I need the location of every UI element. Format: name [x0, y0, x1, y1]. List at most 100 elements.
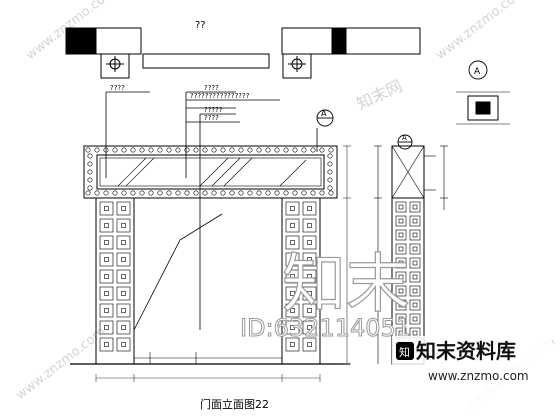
ornament-dot	[87, 185, 93, 191]
lattice-core	[307, 223, 312, 228]
lattice-core	[307, 240, 312, 245]
ornament-dot	[265, 190, 271, 196]
watermark-logo: 知末	[282, 248, 410, 322]
ornament-dot	[247, 147, 253, 153]
lattice-cell	[116, 337, 131, 352]
lattice-cell	[395, 215, 407, 227]
lattice-core	[412, 260, 418, 266]
plan-right-solid-block	[331, 27, 347, 55]
plan-left-block	[95, 27, 142, 55]
lattice-cell	[99, 235, 114, 250]
lattice-core	[398, 204, 404, 210]
ornament-dot	[292, 147, 298, 153]
ornament-dot	[148, 190, 154, 196]
ornament-dot	[139, 190, 145, 196]
ornament-dot	[112, 147, 118, 153]
detail-marker	[468, 60, 488, 80]
lattice-cell	[395, 257, 407, 269]
lattice-cell	[285, 286, 300, 301]
callout-marker: A	[316, 109, 334, 152]
ornament-dot	[292, 190, 298, 196]
lattice-core	[121, 240, 126, 245]
watermark-site-top-right: www.znzmo.com	[433, 0, 528, 63]
annotations	[105, 91, 280, 330]
lattice-cell	[409, 271, 421, 283]
glass-hatch	[117, 157, 307, 187]
detail-view: A	[456, 60, 510, 125]
lattice-core	[307, 342, 312, 347]
lattice-core	[412, 218, 418, 224]
lattice-core	[398, 246, 404, 252]
ornament-dot	[274, 147, 280, 153]
lattice-cell	[116, 320, 131, 335]
ornament-dot	[85, 190, 91, 196]
lattice-core	[290, 291, 295, 296]
lattice-cell	[302, 235, 317, 250]
lattice-cell	[409, 243, 421, 255]
lattice-core	[412, 274, 418, 280]
lattice-cell	[409, 215, 421, 227]
ornament-dot	[87, 177, 93, 183]
lattice-cell	[285, 218, 300, 233]
lattice-core	[290, 274, 295, 279]
plan-view: ??	[65, 20, 421, 79]
door-swing	[133, 213, 223, 331]
lattice-cell	[116, 269, 131, 284]
ornament-dot	[87, 153, 93, 159]
annotation-text-5: ????	[204, 114, 219, 122]
lattice-core	[104, 274, 109, 279]
ornament-dot	[247, 190, 253, 196]
ornament-dot	[148, 147, 154, 153]
column-lattice	[99, 201, 317, 352]
lattice-core	[398, 232, 404, 238]
ornament-dot	[87, 169, 93, 175]
brand-name: 知末资料库	[416, 339, 516, 363]
ornament-dot	[229, 147, 235, 153]
ornament-dot	[85, 147, 91, 153]
ornament-dot	[103, 190, 109, 196]
lattice-core	[412, 288, 418, 294]
lattice-cell	[116, 303, 131, 318]
ornament-dot	[193, 147, 199, 153]
ornament-dot	[283, 147, 289, 153]
lattice-core	[307, 291, 312, 296]
annotation-text-4: ?????	[204, 106, 223, 114]
lattice-core	[290, 308, 295, 313]
ornament-dot	[139, 147, 145, 153]
ornament-dot	[310, 190, 316, 196]
ornament-dot	[319, 147, 325, 153]
lattice-core	[307, 206, 312, 211]
ornament-dot	[274, 190, 280, 196]
lattice-core	[412, 204, 418, 210]
ornament-dot	[301, 147, 307, 153]
ornament-dot	[327, 161, 333, 167]
ornament-dot	[327, 185, 333, 191]
lattice-core	[104, 206, 109, 211]
ornament-dot	[328, 190, 334, 196]
ornament-dot	[112, 190, 118, 196]
lattice-core	[398, 330, 404, 336]
ornament-dot	[220, 190, 226, 196]
ornament-dot	[121, 190, 127, 196]
lattice-core	[121, 325, 126, 330]
lattice-cell	[395, 201, 407, 213]
lattice-cell	[116, 286, 131, 301]
lattice-cell	[409, 285, 421, 297]
lattice-cell	[99, 303, 114, 318]
lattice-cell	[409, 201, 421, 213]
lattice-cell	[302, 286, 317, 301]
lattice-cell	[99, 337, 114, 352]
lattice-cell	[285, 201, 300, 216]
lattice-cell	[409, 229, 421, 241]
ornament-dot	[238, 147, 244, 153]
annotation-texts: ???? ???????????????? ???? ????? ????	[110, 84, 250, 122]
lintel-inner	[96, 154, 325, 190]
ornament-dot	[283, 190, 289, 196]
lattice-cell	[395, 299, 407, 311]
lattice-core	[412, 316, 418, 322]
ornament-dot	[327, 169, 333, 175]
lattice-core	[290, 206, 295, 211]
lattice-cell	[395, 285, 407, 297]
ornament-dot	[319, 190, 325, 196]
lattice-core	[307, 257, 312, 262]
